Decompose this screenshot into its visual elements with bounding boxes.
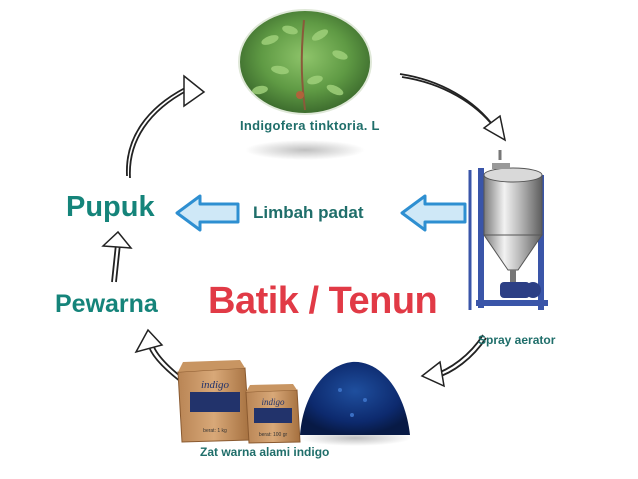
bag-large-weight: berat: 1 kg xyxy=(203,428,227,434)
pupuk-label: Pupuk xyxy=(66,191,155,223)
plant-label: Indigofera tinktoria. L xyxy=(240,118,380,133)
bag-small-brand: indigo xyxy=(261,397,285,407)
plant-photo xyxy=(238,9,372,160)
pewarna-label: Pewarna xyxy=(55,290,158,318)
sketch-arrow-top-right xyxy=(399,73,507,142)
bag-small-weight: berat: 100 gr xyxy=(259,432,288,438)
blue-arrow-pupuk xyxy=(175,194,240,232)
limbah-label: Limbah padat xyxy=(253,203,364,222)
blue-arrow-limbah xyxy=(400,194,467,232)
sketch-arrow-top-left xyxy=(126,74,206,179)
batik-label: Batik / Tenun xyxy=(208,280,438,322)
sketch-arrow-bottom-right xyxy=(420,334,487,388)
bag-large-brand: indigo xyxy=(201,379,230,391)
powder-pile-icon xyxy=(299,361,411,446)
indigo-dye-label: Zat warna alami indigo xyxy=(200,445,330,459)
spray-aerator-label: Spray aerator xyxy=(478,333,556,347)
sketch-arrow-left xyxy=(101,230,133,283)
dye-bag-small-icon: indigo berat: 100 gr xyxy=(245,384,301,444)
leaf-plant-icon xyxy=(252,25,348,96)
aerator-tank-icon xyxy=(468,150,548,310)
dye-bag-large-icon: indigo berat: 1 kg xyxy=(177,360,251,443)
